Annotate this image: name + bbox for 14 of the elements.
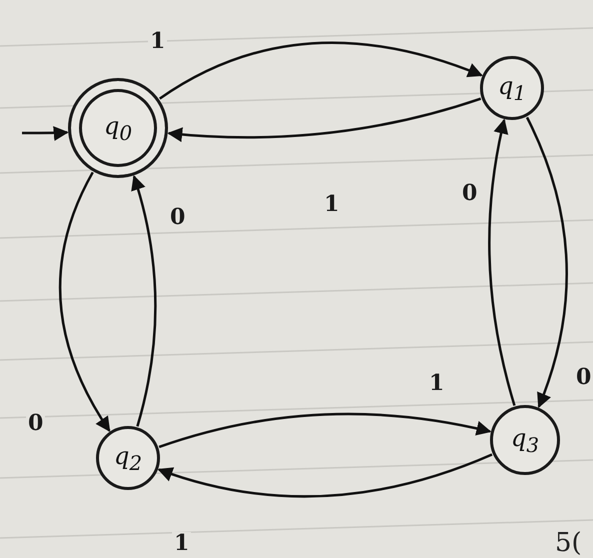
- state-name: q$_{0}$: [104, 112, 132, 144]
- state-name: q$_{1}$: [498, 72, 526, 104]
- transition-arrow: [159, 42, 483, 100]
- note-text: 5(: [555, 530, 582, 556]
- state-name: q$_{3}$: [510, 424, 540, 456]
- transition-arrow: [130, 174, 157, 427]
- transition-arrow: [167, 97, 482, 142]
- transition-arrow: [488, 118, 516, 406]
- transition-arrow: [59, 172, 110, 432]
- start-arrow: [22, 126, 69, 141]
- state-name: q$_{2}$: [114, 442, 142, 474]
- transition-arrow: [157, 453, 492, 498]
- transition-arrow: [158, 412, 492, 448]
- transition-arrow: [526, 116, 568, 408]
